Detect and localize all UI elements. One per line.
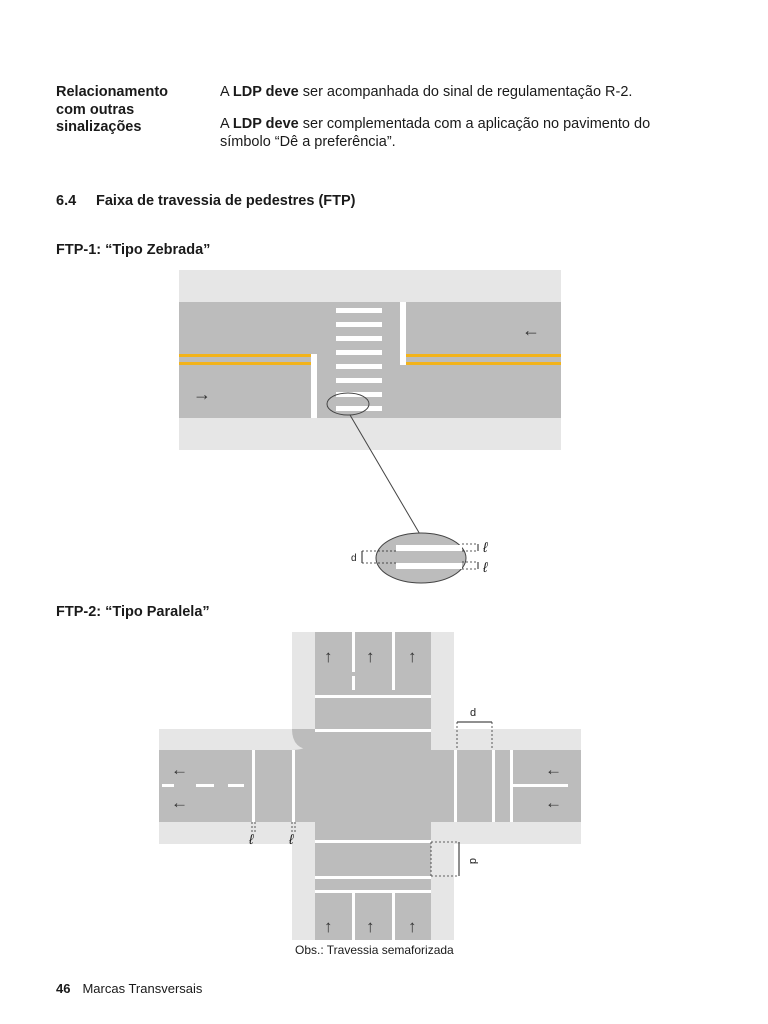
arrow-up-icon: ↑ xyxy=(366,917,375,936)
crosswalk-line xyxy=(315,876,431,879)
dim-d-label: d xyxy=(467,858,479,864)
dim-d-lines xyxy=(430,841,459,877)
dim-d-lines xyxy=(362,550,396,564)
dim-l-label: ℓ xyxy=(288,831,294,847)
paragraph-text: A xyxy=(220,116,233,132)
ftp2-diagram: ↑ ↑ ↑ ↑ ↑ ↑ ← ← ← ← d d ℓ ℓ xyxy=(159,632,581,940)
yellow-center-line xyxy=(406,354,561,357)
stop-line xyxy=(252,750,255,822)
arrow-up-icon: ↑ xyxy=(366,647,375,666)
detail-leader-line xyxy=(349,414,422,537)
roadway xyxy=(179,302,561,418)
relationship-label: Relacionamento com outras sinalizações xyxy=(56,84,206,137)
stop-line xyxy=(510,750,513,822)
arrow-left-icon: ← xyxy=(171,793,188,812)
detail-stripe xyxy=(396,545,462,551)
yellow-center-line xyxy=(179,354,311,357)
dim-l-lines xyxy=(251,822,296,832)
detail-callout-ellipse xyxy=(326,392,370,416)
arrow-left-icon: ← xyxy=(545,793,562,812)
relationship-paragraph-2: A LDP deve ser complementada com a aplic… xyxy=(220,116,700,151)
dim-l-lines xyxy=(462,543,478,570)
detail-stripe xyxy=(396,563,462,569)
dim-d-label: d xyxy=(351,553,357,564)
stop-line xyxy=(315,695,431,698)
arrow-up-icon: ↑ xyxy=(324,917,333,936)
yellow-center-line xyxy=(179,362,311,365)
lane-divider xyxy=(352,632,355,690)
arrow-up-icon: ↑ xyxy=(408,647,417,666)
dim-l-label: ℓ xyxy=(248,831,254,847)
crosswalk-line xyxy=(315,840,431,843)
dim-l-label: ℓ xyxy=(482,539,488,555)
stop-line xyxy=(400,302,406,365)
ftp1-title: FTP-1: “Tipo Zebrada” xyxy=(56,242,211,258)
relationship-label-line: com outras xyxy=(56,101,135,118)
crosswalk-line xyxy=(492,750,495,822)
arrow-left-icon: ← xyxy=(522,320,540,340)
lane-divider xyxy=(352,893,355,940)
ftp2-title: FTP-2: “Tipo Paralela” xyxy=(56,604,210,620)
arrow-up-icon: ↑ xyxy=(324,647,333,666)
lane-divider xyxy=(392,893,395,940)
section-title: Faixa de travessia de pedestres (FTP) xyxy=(96,193,356,209)
crosswalk-line xyxy=(292,750,295,822)
paragraph-text: ser complementada com a aplicação no pav… xyxy=(220,116,651,150)
section-heading: 6.4 Faixa de travessia de pedestres (FTP) xyxy=(56,193,356,209)
lane-dashes xyxy=(162,784,244,787)
section-number: 6.4 xyxy=(56,193,77,209)
relationship-paragraph-1: A LDP deve ser acompanhada do sinal de r… xyxy=(220,84,700,102)
arrow-right-icon: → xyxy=(193,384,211,404)
crosswalk-line xyxy=(454,750,457,822)
paragraph-bold: LDP deve xyxy=(232,116,299,132)
dim-d-label: d xyxy=(470,707,476,719)
dim-d-lines xyxy=(456,722,493,750)
relationship-label-line: sinalizações xyxy=(56,119,142,135)
arrow-left-icon: ← xyxy=(545,760,562,779)
paragraph-text: A xyxy=(220,84,233,100)
arrow-left-icon: ← xyxy=(171,760,188,779)
stop-line xyxy=(315,890,431,893)
lane-divider xyxy=(513,784,568,787)
yellow-center-line xyxy=(406,362,561,365)
stop-line xyxy=(311,354,317,418)
crosswalk-line xyxy=(315,729,431,732)
dim-l-label: ℓ xyxy=(482,559,488,575)
detail-enlarged-ellipse xyxy=(375,532,467,584)
paragraph-text: ser acompanhada do sinal de regulamentaç… xyxy=(298,84,633,100)
lane-divider xyxy=(392,632,395,690)
arrow-up-icon: ↑ xyxy=(408,917,417,936)
paragraph-bold: LDP deve xyxy=(232,84,299,100)
relationship-label-line: Relacionamento xyxy=(56,84,168,100)
page-number: 46 xyxy=(56,981,71,996)
ftp1-diagram: → ← d ℓ ℓ xyxy=(179,270,561,584)
footer-text: Marcas Transversais xyxy=(82,981,203,996)
page-footer: 46 Marcas Transversais xyxy=(56,981,202,996)
ftp2-caption: Obs.: Travessia semaforizada xyxy=(295,943,454,957)
